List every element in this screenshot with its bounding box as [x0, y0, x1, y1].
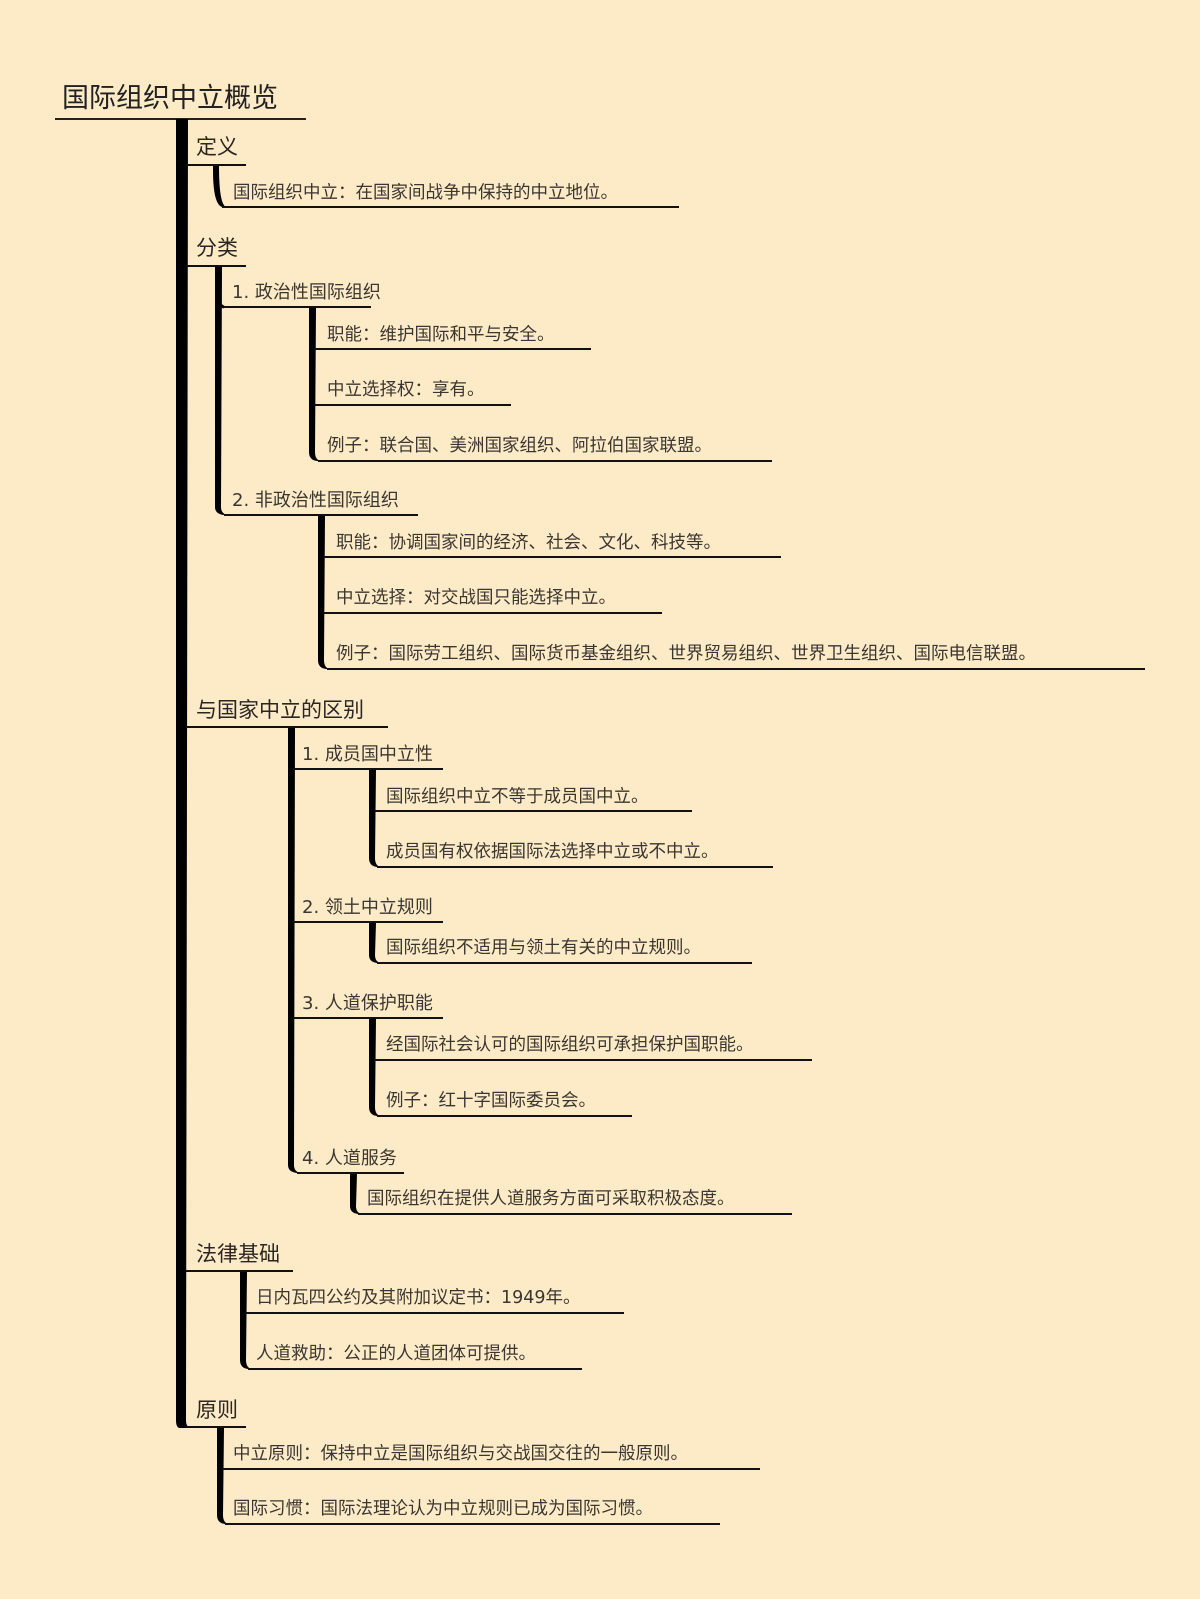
branch-principles[interactable]: 原则 — [196, 1398, 238, 1422]
subbranch-member-state-neutrality[interactable]: 1. 成员国中立性 — [302, 744, 433, 765]
branch-classification[interactable]: 分类 — [196, 236, 238, 260]
branch-definition[interactable]: 定义 — [196, 135, 238, 159]
definition-item[interactable]: 国际组织中立：在国家间战争中保持的中立地位。 — [233, 183, 618, 203]
leaf-icrc-example[interactable]: 例子：红十字国际委员会。 — [386, 1091, 596, 1111]
leaf-political-neutral-choice[interactable]: 中立选择权：享有。 — [327, 380, 485, 400]
leaf-territorial-rule[interactable]: 国际组织不适用与领土有关的中立规则。 — [386, 938, 701, 958]
branch-legal-basis[interactable]: 法律基础 — [196, 1242, 280, 1266]
branch-difference-from-state-neutrality[interactable]: 与国家中立的区别 — [196, 698, 364, 722]
leaf-neutrality-principle[interactable]: 中立原则：保持中立是国际组织与交战国交往的一般原则。 — [233, 1444, 688, 1464]
leaf-member-neutrality-2[interactable]: 成员国有权依据国际法选择中立或不中立。 — [386, 842, 719, 862]
leaf-nonpolitical-neutral-choice[interactable]: 中立选择：对交战国只能选择中立。 — [336, 588, 616, 608]
leaf-nonpolitical-function[interactable]: 职能：协调国家间的经济、社会、文化、科技等。 — [336, 533, 721, 553]
subbranch-humanitarian-protection[interactable]: 3. 人道保护职能 — [302, 993, 433, 1014]
mindmap-root[interactable]: 国际组织中立概览 — [62, 76, 278, 115]
leaf-political-function[interactable]: 职能：维护国际和平与安全。 — [327, 325, 555, 345]
leaf-nonpolitical-examples[interactable]: 例子：国际劳工组织、国际货币基金组织、世界贸易组织、世界卫生组织、国际电信联盟。 — [336, 644, 1036, 664]
root-title: 国际组织中立概览 — [62, 83, 278, 114]
subbranch-nonpolitical-orgs[interactable]: 2. 非政治性国际组织 — [232, 490, 399, 511]
leaf-political-examples[interactable]: 例子：联合国、美洲国家组织、阿拉伯国家联盟。 — [327, 436, 712, 456]
subbranch-territorial-neutrality[interactable]: 2. 领土中立规则 — [302, 897, 433, 918]
subbranch-political-orgs[interactable]: 1. 政治性国际组织 — [232, 282, 381, 303]
subbranch-humanitarian-service[interactable]: 4. 人道服务 — [302, 1148, 397, 1169]
leaf-geneva-conventions[interactable]: 日内瓦四公约及其附加议定书：1949年。 — [256, 1288, 581, 1308]
leaf-humanitarian-service[interactable]: 国际组织在提供人道服务方面可采取积极态度。 — [367, 1189, 735, 1209]
leaf-member-neutrality-1[interactable]: 国际组织中立不等于成员国中立。 — [386, 787, 649, 807]
leaf-humanitarian-assistance[interactable]: 人道救助：公正的人道团体可提供。 — [256, 1344, 536, 1364]
leaf-international-custom[interactable]: 国际习惯：国际法理论认为中立规则已成为国际习惯。 — [233, 1499, 653, 1519]
leaf-protecting-power[interactable]: 经国际社会认可的国际组织可承担保护国职能。 — [386, 1035, 754, 1055]
